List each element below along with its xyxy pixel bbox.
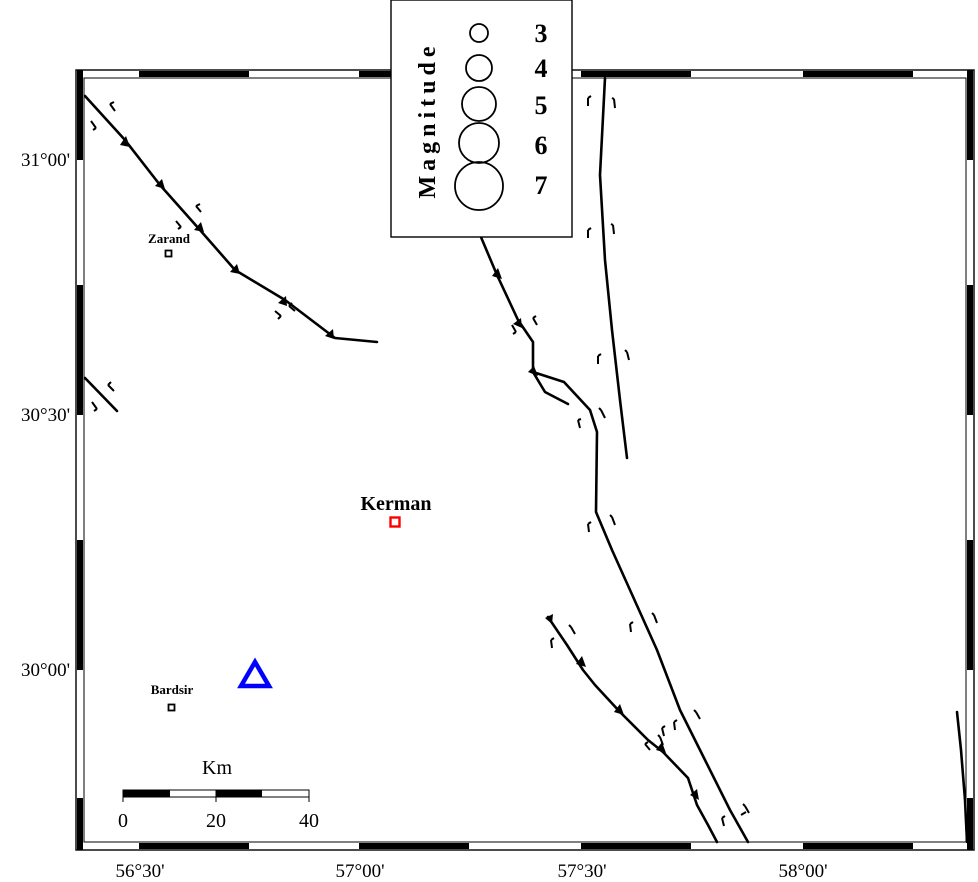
scale-tick-40: 40 xyxy=(299,810,319,832)
legend-circle-7 xyxy=(454,161,504,211)
legend-circle-5 xyxy=(461,86,497,122)
scale-bar: Km 0 20 40 xyxy=(118,757,319,832)
faults xyxy=(83,76,969,844)
fault-southeast xyxy=(546,615,719,844)
fault-central-link xyxy=(531,370,750,844)
lat-label-31-00: 31°00' xyxy=(21,150,70,171)
legend-circle-4 xyxy=(465,54,493,82)
place-bardsir: Bardsir xyxy=(151,682,194,712)
zarand-marker xyxy=(164,249,173,258)
lat-label-30-00: 30°00' xyxy=(21,660,70,681)
kerman-label: Kerman xyxy=(360,493,431,515)
lon-label-58-00: 58°00' xyxy=(778,861,827,882)
legend-label-5: 5 xyxy=(535,91,548,120)
legend-circle-3 xyxy=(469,23,489,43)
zarand-label: Zarand xyxy=(148,231,191,246)
frame-bar-left xyxy=(77,70,83,850)
legend-circle-6 xyxy=(458,122,500,164)
place-kerman: Kerman xyxy=(360,493,432,528)
legend-label-7: 7 xyxy=(535,171,548,200)
legend-label-4: 4 xyxy=(535,54,548,83)
strike-slip-arrows xyxy=(90,95,750,827)
lon-label-56-30: 56°30' xyxy=(115,861,164,882)
kerman-marker xyxy=(389,516,401,528)
lon-label-57-30: 57°30' xyxy=(557,861,606,882)
frame-bar-right xyxy=(967,70,973,850)
scale-unit-label: Km xyxy=(202,757,232,779)
fault-far-east xyxy=(955,710,969,844)
fault-zarand xyxy=(83,94,379,344)
lon-label-57-00: 57°00' xyxy=(335,861,384,882)
triangle-icon xyxy=(237,657,273,689)
legend-title: Magnitude xyxy=(415,41,441,198)
fault-west-short xyxy=(83,376,119,413)
magnitude-legend: Magnitude 3 4 5 6 7 xyxy=(390,0,573,238)
bardsir-marker xyxy=(167,703,176,712)
fault-east-long xyxy=(598,76,629,460)
latitude-labels: 31°00' 30°30' 30°00' xyxy=(21,150,70,681)
place-zarand: Zarand xyxy=(148,231,191,258)
scale-tick-0: 0 xyxy=(118,810,128,832)
bardsir-label: Bardsir xyxy=(151,682,194,697)
lat-label-30-30: 30°30' xyxy=(21,405,70,426)
legend-label-3: 3 xyxy=(535,19,548,48)
frame-bar-bottom xyxy=(139,843,913,849)
legend-label-6: 6 xyxy=(535,131,548,160)
thrust-teeth xyxy=(120,136,699,800)
longitude-labels: 56°30' 57°00' 57°30' 58°00' xyxy=(115,861,827,882)
scale-tick-20: 20 xyxy=(206,810,226,832)
